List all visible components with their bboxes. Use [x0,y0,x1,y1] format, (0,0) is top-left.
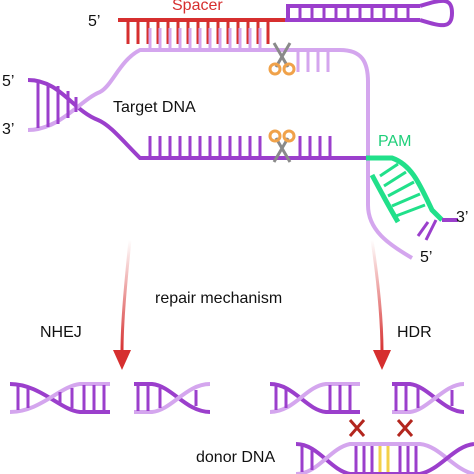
hdr-helix-left [269,382,360,414]
scissors-icon [268,42,296,76]
left-three-prime-label: 3’ [2,121,14,138]
lower-strand-rungs [148,136,332,158]
repair-mechanism-label: repair mechanism [155,290,282,307]
guide-rna: Spacer 5’ [88,0,455,44]
donor-dna-helix [295,442,474,474]
scaffold-strand [285,0,455,28]
left-helix-strand-dark [27,78,270,160]
left-helix-rungs [36,82,78,128]
right-three-prime-label: 3’ [456,209,468,226]
right-five-prime-label: 5’ [420,249,432,266]
pam-rungs [379,162,426,218]
upper-strand-right [270,48,414,260]
hdr-label: HDR [397,324,432,341]
guide-five-prime-label: 5’ [88,13,100,30]
arrow-down-icon [113,239,132,370]
pam-region: PAM [366,133,444,224]
donor-dna-label: donor DNA [196,449,275,466]
spacer-label: Spacer [172,0,223,14]
spacer-rungs [126,20,270,44]
target-dna-left-helix: 5’ 3’ Target DNA [2,48,270,160]
scissors-icon [268,129,296,163]
nhej-label: NHEJ [40,324,82,341]
left-helix-strand-light [27,48,270,132]
upper-right-rungs [296,50,330,72]
cross-mark-icon [396,419,414,437]
pam-strand [366,155,444,222]
pam-label: PAM [378,133,411,150]
cross-mark-icon [348,419,366,437]
nhej-helix-left [9,382,110,414]
hdr-helix-right [392,382,465,414]
nhej-helix-right [134,382,211,414]
upper-strand-rungs [148,28,262,50]
arrow-down-icon [370,239,391,370]
target-dna-label: Target DNA [113,99,196,116]
right-tail-rungs [416,219,438,241]
left-five-prime-label: 5’ [2,73,14,90]
scaffold-rungs [298,6,410,20]
pam-lower-strand [369,173,401,224]
